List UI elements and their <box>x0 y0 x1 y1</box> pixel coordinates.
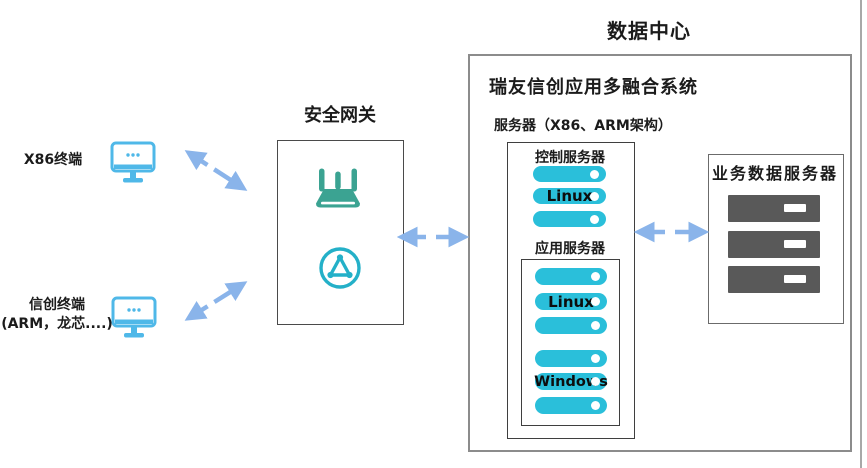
page-edge-line <box>860 0 862 468</box>
server-bar: Linux <box>533 188 606 204</box>
server-bar <box>535 317 607 334</box>
arrow-x86-to-gateway <box>184 150 248 191</box>
monitor-icon <box>109 139 157 191</box>
server-led-dot <box>591 354 600 363</box>
server-led-dot <box>591 377 600 386</box>
storage-server-bar <box>728 231 820 258</box>
server-led-dot <box>590 214 599 224</box>
wireless-router-icon <box>313 167 363 218</box>
storage-server-bar <box>728 266 820 293</box>
server-led-dot <box>591 297 600 306</box>
server-bar: Linux <box>535 293 607 310</box>
control-server-title: 控制服务器 <box>535 150 605 166</box>
drive-slot <box>784 240 806 248</box>
server-bar <box>533 211 606 227</box>
drive-slot <box>784 275 806 283</box>
business-server-title: 业务数据服务器 <box>711 164 838 183</box>
drive-slot <box>784 204 806 212</box>
server-led-dot <box>591 321 600 330</box>
server-bar <box>533 166 606 182</box>
gateway-title: 安全网关 <box>304 105 376 126</box>
server-led-dot <box>591 272 600 281</box>
datacenter-box <box>468 54 852 452</box>
server-bar <box>535 397 607 414</box>
server-led-dot <box>590 191 599 201</box>
x86-terminal-label: X86终端 <box>23 152 83 168</box>
system-title: 瑞友信创应用多融合系统 <box>489 77 698 98</box>
datacenter-title: 数据中心 <box>607 19 691 43</box>
arrow-xinchuang-to-gateway <box>184 281 248 321</box>
server-led-dot <box>591 401 600 410</box>
servers-group-title: 服务器（X86、ARM架构） <box>494 118 672 134</box>
server-os-label: Linux <box>546 187 593 205</box>
server-bar <box>535 350 607 367</box>
server-led-dot <box>590 169 599 179</box>
server-bar: Windows <box>534 373 608 390</box>
triangle-network-icon <box>317 245 363 295</box>
xinchuang-terminal-label: 信创终端 <box>29 297 85 313</box>
app-server-title: 应用服务器 <box>535 241 605 257</box>
monitor-icon <box>110 294 158 346</box>
server-os-label: Windows <box>534 373 608 390</box>
server-bar <box>535 268 607 285</box>
app-server-box <box>521 259 620 426</box>
xinchuang-terminal-sublabel: (ARM，龙芯....) <box>1 316 113 332</box>
server-os-label: Linux <box>548 292 594 311</box>
storage-server-bar <box>728 195 820 222</box>
